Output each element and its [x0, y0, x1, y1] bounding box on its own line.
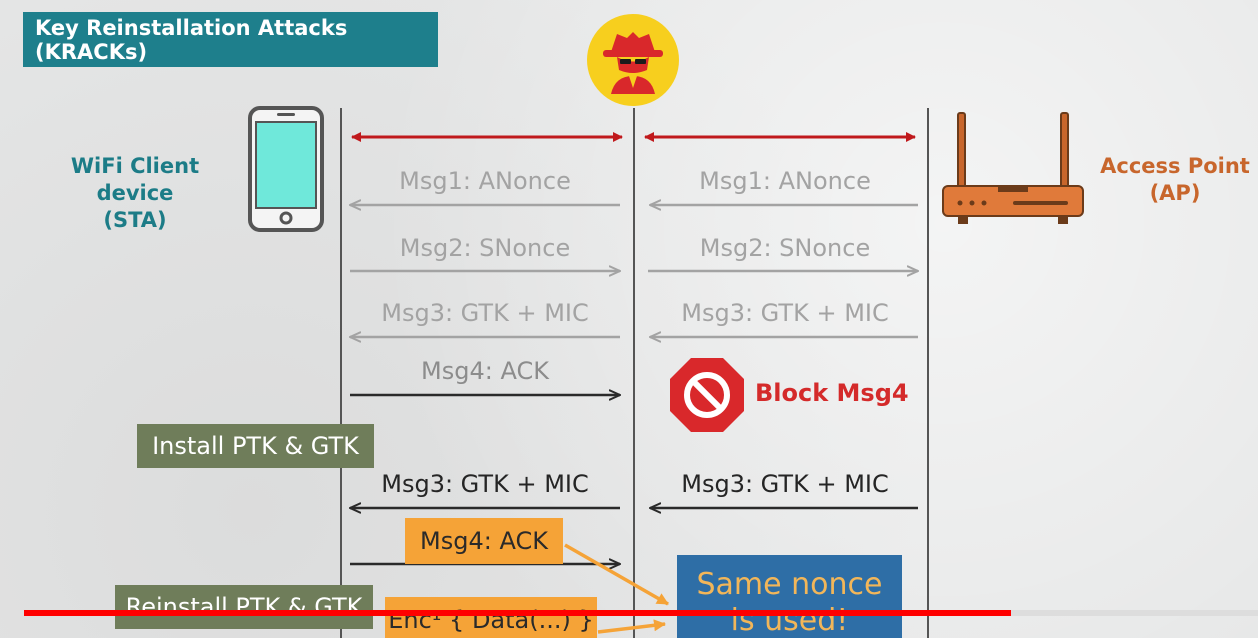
msg1-label-right: Msg1: ANonce	[699, 167, 871, 195]
video-progress-bar[interactable]	[24, 610, 1258, 616]
msg1-label-left: Msg1: ANonce	[399, 167, 571, 195]
msg3b-label-right: Msg3: GTK + MIC	[681, 470, 889, 498]
msg3-label-right: Msg3: GTK + MIC	[681, 299, 889, 327]
block-msg4-label: Block Msg4	[755, 379, 909, 407]
reinstall-ptk-gtk-label: Reinstall PTK & GTK	[115, 585, 373, 629]
nonce-pointer-enc	[597, 619, 666, 634]
msg2-label-right: Msg2: SNonce	[699, 234, 871, 262]
install-ptk-gtk-label: Install PTK & GTK	[137, 424, 374, 468]
sta-label-line2: (STA)	[103, 208, 167, 232]
msg2-label-left: Msg2: SNonce	[399, 234, 571, 262]
attacker-lifeline	[633, 108, 635, 638]
nonce-pointer-msg4	[564, 543, 669, 606]
sta-lifeline	[340, 108, 342, 638]
msg3b-label-left: Msg3: GTK + MIC	[381, 470, 589, 498]
smartphone-icon	[248, 106, 324, 232]
same-nonce-line2: is used!	[730, 603, 849, 638]
ap-label-line1: Access Point	[1100, 154, 1250, 178]
same-nonce-line1: Same nonce	[696, 567, 883, 602]
msg4-label-left: Msg4: ACK	[421, 357, 549, 385]
sta-label-line1: WiFi Client device	[70, 154, 200, 205]
router-icon	[942, 112, 1084, 224]
msg3-label-left: Msg3: GTK + MIC	[381, 299, 589, 327]
encrypted-data-label: Enc¹ { Data(...) }	[385, 597, 597, 638]
ap-label-line2: (AP)	[1149, 181, 1201, 205]
msg4-ack-highlight: Msg4: ACK	[405, 518, 563, 564]
video-progress-fill	[24, 610, 1012, 616]
hacker-icon	[587, 14, 679, 106]
ap-lifeline	[927, 108, 929, 638]
ap-label: Access Point (AP)	[1095, 153, 1255, 207]
slide-title: Key Reinstallation Attacks (KRACKs)	[23, 12, 438, 67]
stop-sign-icon	[670, 358, 744, 432]
sta-label: WiFi Client device (STA)	[30, 153, 240, 234]
same-nonce-callout: Same nonce is used!	[677, 555, 902, 638]
